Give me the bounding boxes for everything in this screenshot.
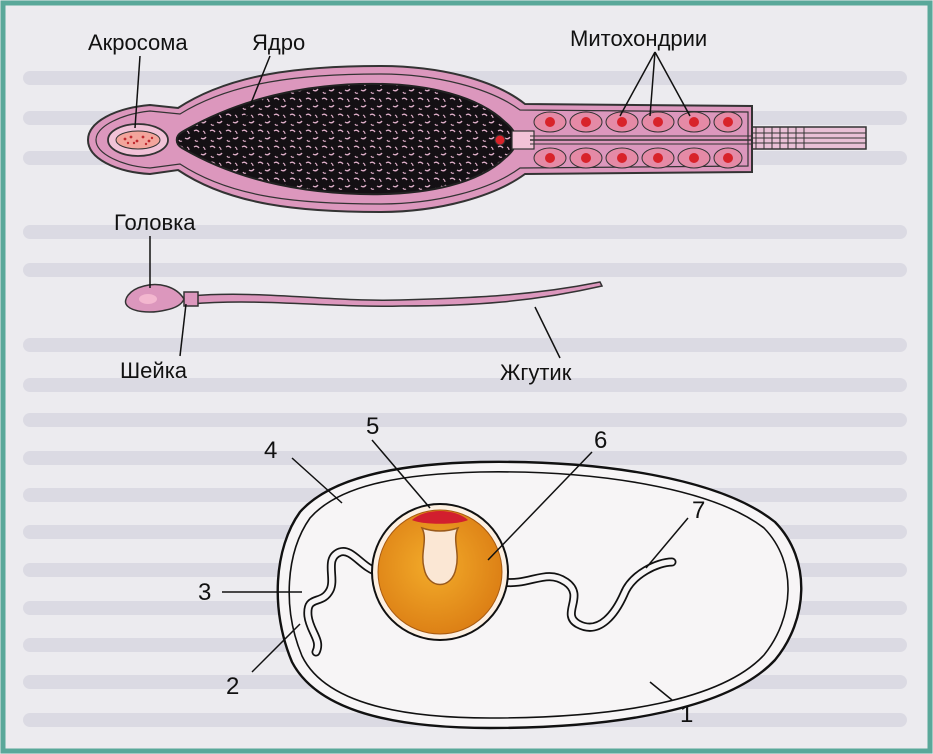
detailed-flagellum — [748, 127, 866, 149]
number-2: 2 — [226, 673, 239, 700]
number-5: 5 — [366, 413, 379, 440]
egg-shell-inner — [289, 472, 788, 718]
acrosome — [108, 124, 168, 156]
number-1: 1 — [680, 701, 693, 728]
number-7: 7 — [692, 497, 705, 524]
number-4: 4 — [264, 437, 277, 464]
number-3: 3 — [198, 579, 211, 606]
number-6: 6 — [594, 427, 607, 454]
label-neck: Шейка — [120, 358, 188, 383]
latebra — [422, 528, 458, 585]
label-flagellum: Жгутик — [500, 360, 572, 385]
label-acrosome: Акросома — [88, 30, 188, 55]
label-mitochondria: Митохондрии — [570, 26, 707, 51]
label-nucleus: Ядро — [252, 30, 305, 55]
simple-neck — [184, 292, 198, 306]
label-head: Головка — [114, 210, 196, 235]
